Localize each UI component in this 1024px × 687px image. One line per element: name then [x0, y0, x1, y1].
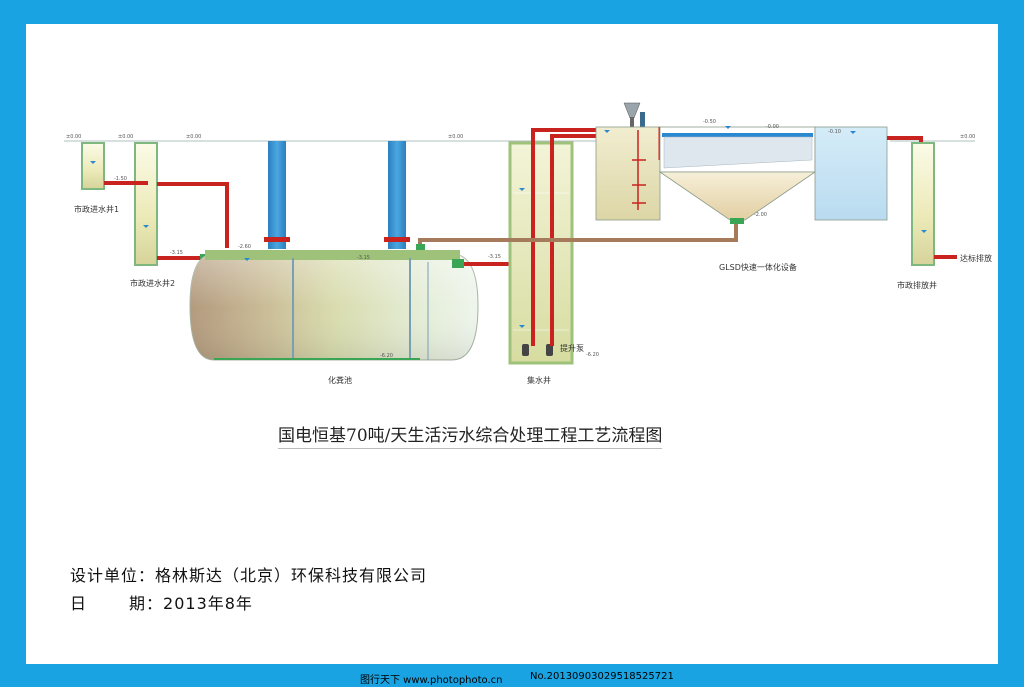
inlet-well-2: -3.15	[134, 142, 183, 266]
inlet-well-1-label: 市政进水井1	[74, 204, 119, 214]
water-level-icon	[244, 258, 250, 261]
discharge-standard-label: 达标排放	[960, 253, 992, 263]
vent-pipe	[264, 141, 410, 249]
svg-text:-0.00: -0.00	[766, 124, 779, 130]
date-line: 日 期：2013年8年	[70, 590, 253, 614]
water-level-icon	[519, 325, 525, 328]
pump-icon	[546, 344, 553, 356]
septic-tank-label: 化粪池	[328, 375, 352, 385]
pipe-fitting	[452, 259, 464, 268]
svg-text:-3.15: -3.15	[488, 254, 501, 260]
collection-well: -3.15 -6.20	[488, 141, 599, 365]
glsd-unit: -0.50 -0.00 -0.10 -2.00	[595, 102, 888, 224]
drawing-sheet: ±0.00 ±0.00 ±0.00 ±0.00 ±0.00 -1.50 市政进水…	[26, 24, 998, 664]
svg-text:±0.00: ±0.00	[118, 134, 133, 140]
design-unit-line: 设计单位：格林斯达（北京）环保科技有限公司	[70, 562, 427, 586]
discharge-well	[911, 142, 935, 266]
date-label-2: 期：	[129, 594, 164, 613]
water-level-icon	[850, 131, 856, 134]
water-level-icon	[725, 126, 731, 129]
elevation-marker: ±0.00 ±0.00 ±0.00 ±0.00 ±0.00	[66, 134, 975, 140]
pipe-well2-to-tank-top	[157, 182, 229, 248]
dosing-funnel-icon	[623, 102, 641, 119]
svg-text:±0.00: ±0.00	[960, 134, 975, 140]
glsd-unit-label: GLSD快速一体化设备	[719, 262, 797, 272]
water-level-icon	[604, 130, 610, 133]
svg-text:-3.15: -3.15	[170, 250, 183, 256]
inlet-well-2-label: 市政进水井2	[130, 278, 175, 288]
sludge-return-pipe	[418, 224, 738, 248]
diagram-title: 国电恒基70吨/天生活污水综合处理工程工艺流程图	[278, 421, 663, 449]
svg-text:-1.50: -1.50	[114, 176, 127, 182]
svg-text:-2.60: -2.60	[238, 244, 251, 250]
lift-pump-label: 提升泵	[560, 343, 584, 353]
pump-icon	[522, 344, 529, 356]
lift-pipe-1	[531, 128, 598, 346]
svg-text:-0.10: -0.10	[828, 129, 841, 135]
svg-text:-3.15: -3.15	[357, 255, 370, 261]
process-flow-diagram: ±0.00 ±0.00 ±0.00 ±0.00 ±0.00 -1.50 市政进水…	[64, 102, 992, 385]
watermark-site: 图行天下 www.photophoto.cn	[360, 675, 503, 686]
svg-text:-2.00: -2.00	[754, 212, 767, 218]
lift-pipe-2	[550, 134, 598, 346]
discharge-well-label: 市政排放井	[897, 280, 937, 290]
design-unit-value: 格林斯达（北京）环保科技有限公司	[155, 566, 428, 585]
svg-text:±0.00: ±0.00	[448, 134, 463, 140]
water-level-icon	[921, 230, 927, 233]
motor-icon	[640, 112, 645, 128]
septic-tank: -2.60 -3.15 -6.20	[189, 244, 479, 361]
water-level-icon	[143, 225, 149, 228]
watermark-bar: 图行天下 www.photophoto.cn No.20130903029518…	[0, 667, 1024, 687]
pipe-fitting	[416, 244, 425, 250]
svg-text:±0.00: ±0.00	[186, 134, 201, 140]
water-level-icon	[90, 161, 96, 164]
svg-text:-6.20: -6.20	[380, 353, 393, 359]
water-level-icon	[519, 188, 525, 191]
collection-well-label: 集水井	[527, 375, 551, 385]
svg-text:±0.00: ±0.00	[66, 134, 81, 140]
date-label-1: 日	[70, 594, 88, 613]
svg-text:-6.20: -6.20	[586, 352, 599, 358]
design-unit-label: 设计单位：	[70, 566, 156, 585]
date-value: 2013年8年	[163, 594, 253, 613]
inlet-well-1: -1.50	[81, 142, 127, 190]
svg-text:-0.50: -0.50	[703, 119, 716, 125]
watermark-id: No.20130903029518525721	[530, 671, 674, 682]
